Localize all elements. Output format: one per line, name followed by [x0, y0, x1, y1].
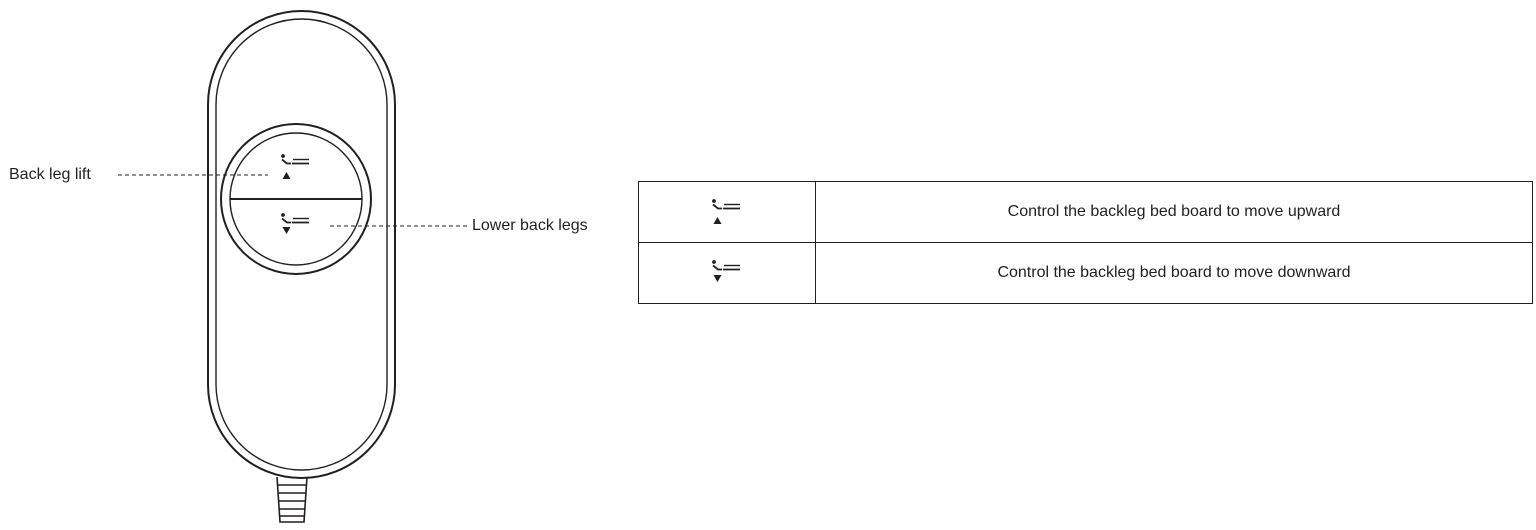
remote-button-up[interactable]	[234, 135, 358, 197]
table-row: Control the backleg bed board to move do…	[638, 242, 1533, 304]
remote-button-down[interactable]	[234, 201, 358, 263]
recline-down-icon	[281, 213, 309, 234]
table-description: Control the backleg bed board to move up…	[815, 181, 1533, 243]
table-description: Control the backleg bed board to move do…	[815, 242, 1533, 304]
remote-control-drawing	[118, 10, 468, 523]
callout-lower-back-legs: Lower back legs	[472, 217, 588, 234]
recline-down-icon	[712, 260, 740, 282]
callout-back-leg-lift: Back leg lift	[9, 166, 91, 183]
table-row: Control the backleg bed board to move up…	[638, 181, 1533, 243]
table-icon-cell	[638, 181, 816, 243]
recline-up-icon	[281, 154, 309, 179]
remote-body-inner-outline	[215, 18, 388, 471]
table-icon-cell	[638, 242, 816, 304]
remote-cable	[276, 476, 308, 523]
function-table: Control the backleg bed board to move up…	[638, 181, 1533, 304]
recline-up-icon	[712, 199, 740, 224]
